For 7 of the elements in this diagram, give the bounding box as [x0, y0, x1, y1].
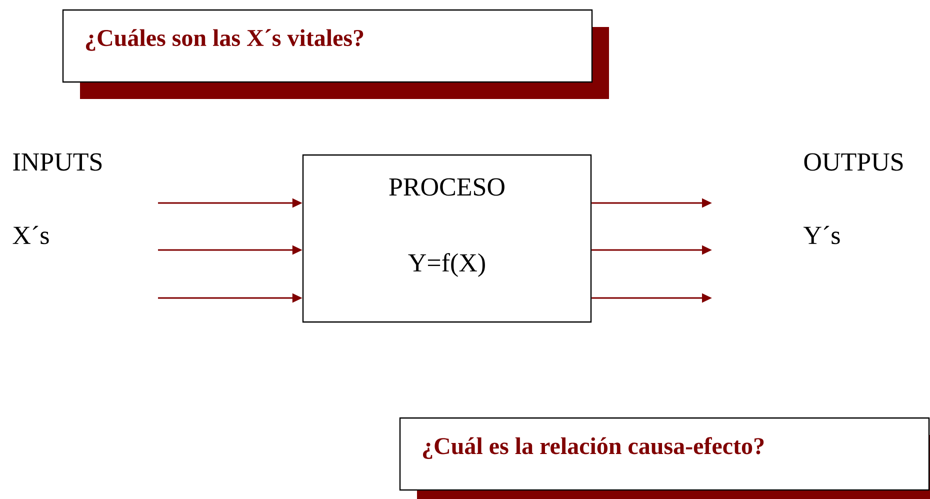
- side-label: INPUTS: [13, 153, 102, 171]
- side-label: X´s: [12, 226, 49, 244]
- question-box: ¿Cuál es la relación causa-efecto?: [399, 417, 930, 499]
- question-box: ¿Cuáles son las X´s vitales?: [62, 9, 609, 99]
- side-label: OUTPUS: [804, 153, 903, 171]
- side-label: Y´s: [804, 226, 840, 244]
- process-box: PROCESO Y=f(X): [302, 154, 592, 323]
